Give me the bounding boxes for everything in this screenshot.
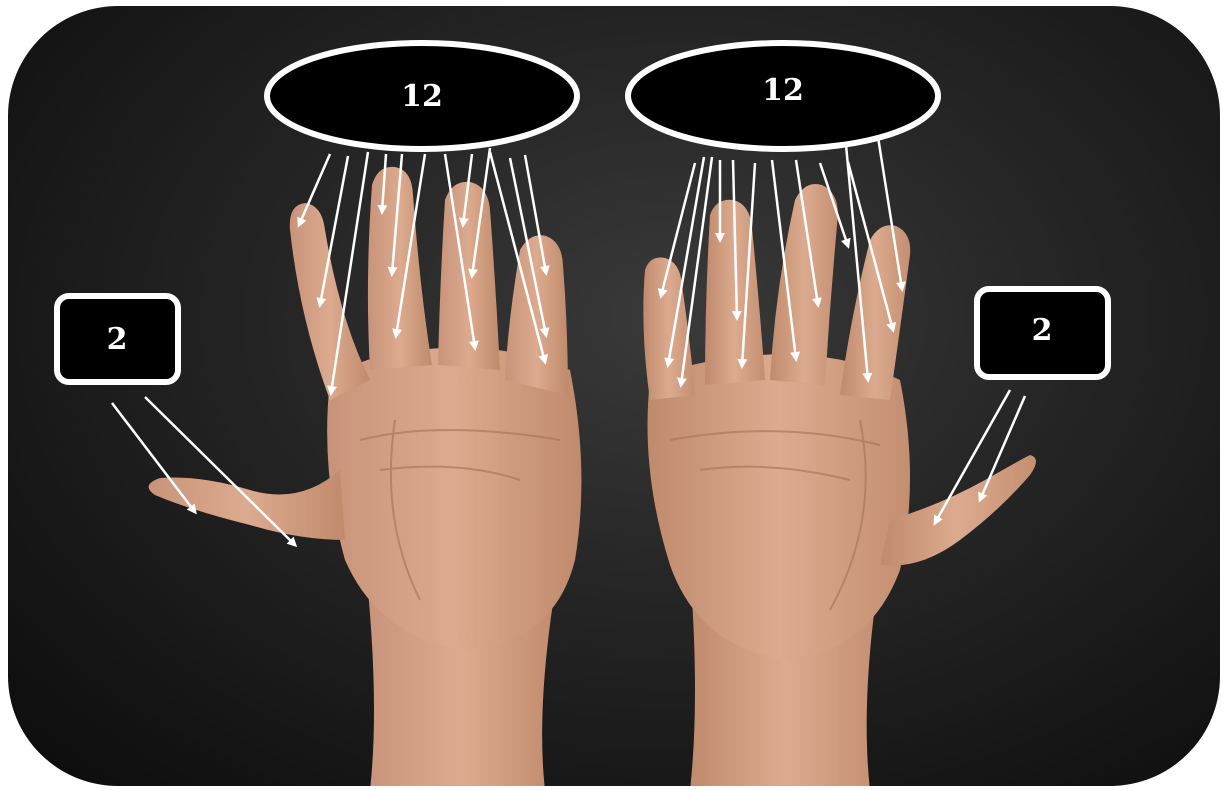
right-box-label: 2 <box>1032 313 1053 348</box>
right-count-box: 2 <box>977 289 1108 377</box>
arrow <box>145 397 295 545</box>
photo-frame: 12 12 2 2 <box>8 6 1220 786</box>
right-count-oval: 12 <box>628 43 938 149</box>
right-hand <box>643 184 1036 786</box>
left-oval-label: 12 <box>401 79 443 114</box>
left-count-box: 2 <box>57 296 178 382</box>
right-oval-label: 12 <box>762 73 804 108</box>
hands-illustration: 12 12 2 2 <box>8 6 1220 786</box>
left-hand <box>149 167 582 786</box>
left-count-oval: 12 <box>267 43 577 149</box>
left-box-label: 2 <box>107 322 128 357</box>
arrow <box>112 403 195 512</box>
